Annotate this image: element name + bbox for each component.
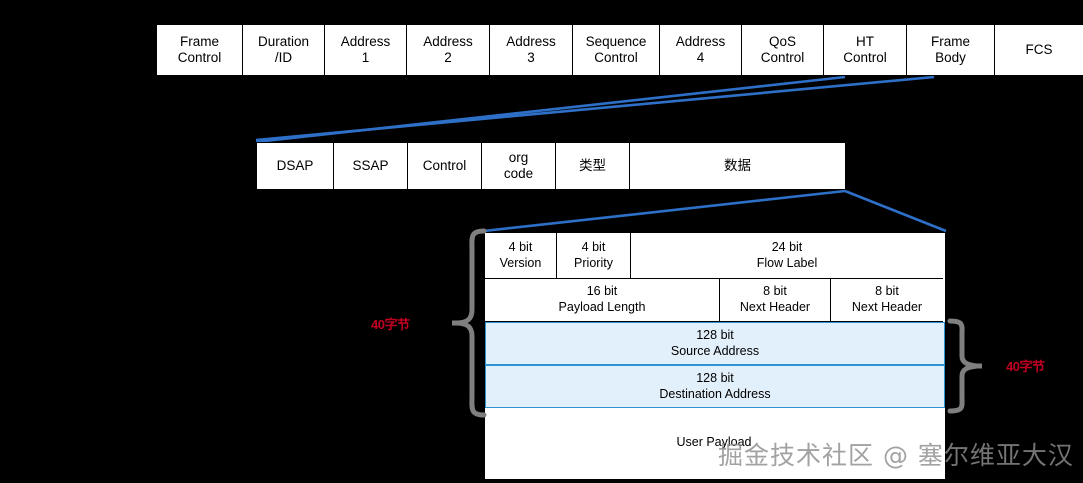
ipv6-row-4: User Payload (485, 408, 945, 477)
watermark-text: 掘金技术社区 @ 塞尔维亚大汉 (718, 441, 1074, 470)
ipv6-field-size: 8 bit (875, 284, 899, 299)
llc-snap-cell-4: 类型 (556, 143, 630, 189)
ipv6-field-size: 16 bit (586, 284, 618, 299)
ipv6-field-size: 24 bit (771, 239, 803, 254)
ipv6-field-user-payload: User Payload (485, 408, 943, 477)
llc-snap-cell-5: 数据 (630, 143, 845, 189)
ipv6-field-size: 128 bit (696, 370, 734, 385)
left-size-annotation: 40字节 (371, 317, 410, 332)
llc-snap-cell-3: org code (482, 143, 556, 189)
mac-frame-cell-8: HT Control (824, 25, 907, 75)
mac-frame-cell-10: FCS (995, 25, 1083, 75)
mac-frame-cell-3: Address 2 (407, 25, 490, 75)
mac-frame-cell-1: Duration /ID (243, 25, 325, 75)
llc-snap-cell-0: DSAP (257, 143, 334, 189)
mac-frame-cell-9: Frame Body (907, 25, 995, 75)
mac-frame-cell-0: Frame Control (157, 25, 243, 75)
ipv6-field-size: 8 bit (763, 284, 787, 299)
ipv6-field-size: 4 bit (508, 239, 533, 254)
ipv6-field-name: Destination Address (659, 386, 771, 401)
ipv6-field-name: Source Address (670, 343, 760, 358)
mac-frame-cell-7: QoS Control (742, 25, 824, 75)
ipv6-field-name: Next Header (851, 300, 923, 314)
mac-frame-cell-5: Sequence Control (573, 25, 660, 75)
ipv6-field-name: User Payload (676, 434, 752, 449)
left-brace (452, 228, 487, 418)
ipv6-field-name: Payload Length (558, 300, 646, 314)
right-size-annotation: 40字节 (1006, 359, 1045, 374)
ipv6-field-size: 128 bit (696, 327, 734, 342)
mac-frame-cell-6: Address 4 (660, 25, 742, 75)
mac-frame-cell-2: Address 1 (325, 25, 407, 75)
ipv6-field-name: Priority (574, 255, 613, 270)
ipv6-field-size: 4 bit (581, 239, 606, 254)
llc-snap-cell-2: Control (408, 143, 482, 189)
ipv6-field-name: Next Header (739, 300, 811, 314)
ipv6-field-name: Flow Label (756, 255, 818, 270)
llc-snap-cell-1: SSAP (334, 143, 408, 189)
ipv6-field-name: Version (499, 255, 542, 270)
mac-frame-cell-4: Address 3 (490, 25, 573, 75)
right-brace (947, 318, 982, 414)
